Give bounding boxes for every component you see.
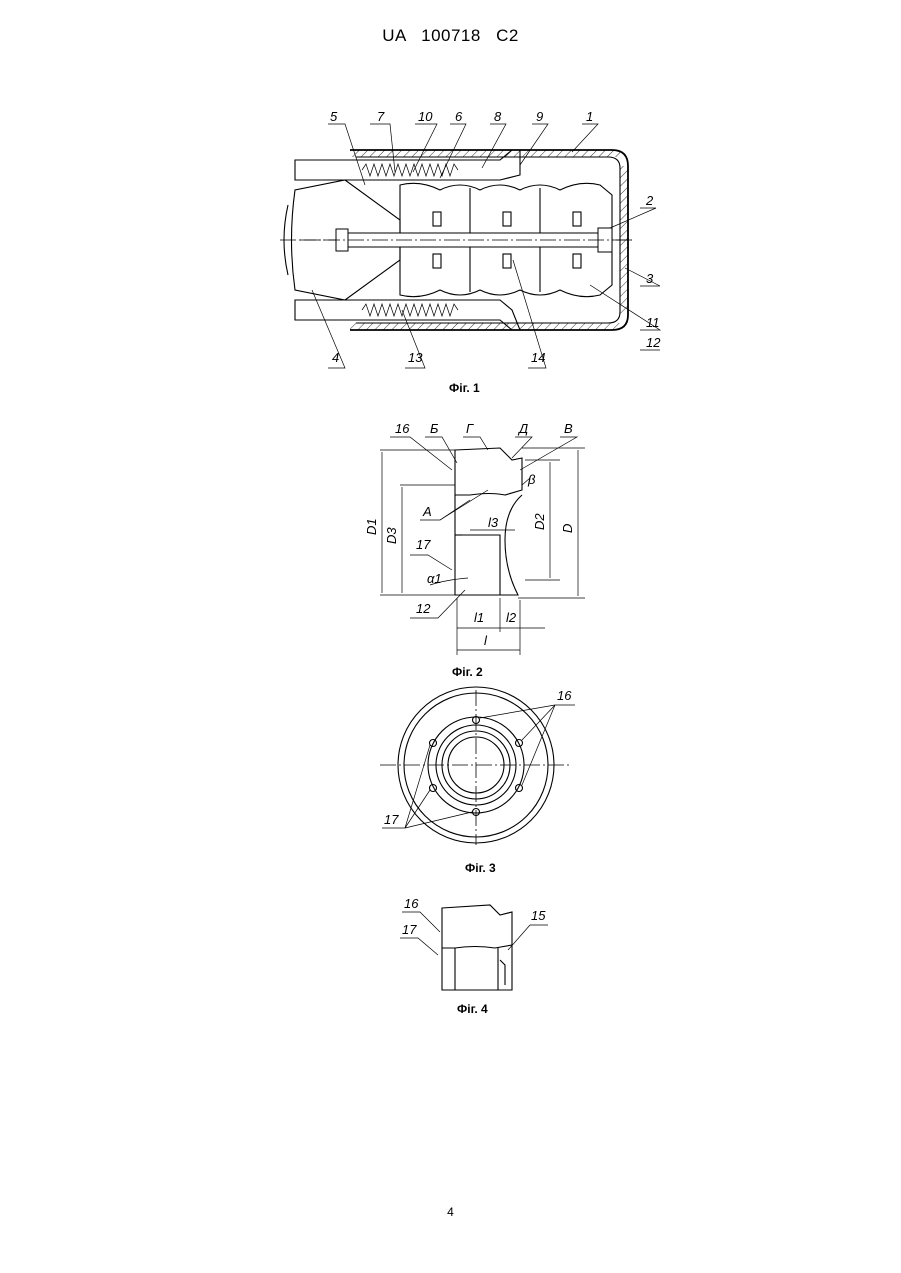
figure-4-drawing: 16 17 15 [400,896,548,990]
fig2-label-beta: β [527,472,536,487]
fig4-label-16: 16 [404,896,419,911]
fig3-label-17: 17 [384,812,399,827]
fig2-label-d: Д [517,421,528,436]
fig2-label-b: Б [430,421,439,436]
fig1-label-11: 11 [646,315,660,330]
fig1-label-5: 5 [330,109,338,124]
fig2-label-17: 17 [416,537,431,552]
fig4-label-15: 15 [531,908,546,923]
fig1-label-9: 9 [536,109,543,124]
fig4-label-17: 17 [402,922,417,937]
fig2-label-g: Г [466,421,474,436]
fig1-label-3: 3 [646,271,654,286]
fig2-label-alpha1: α1 [427,571,442,586]
figure-3-caption: Фіг. 3 [465,861,496,875]
fig2-label-l3: l3 [488,515,499,530]
fig2-label-v: В [564,421,573,436]
figure-2-caption: Фіг. 2 [452,665,483,679]
fig1-label-6: 6 [455,109,463,124]
fig2-label-l2: l2 [506,610,517,625]
fig1-label-7: 7 [377,109,385,124]
fig2-label-12: 12 [416,601,431,616]
fig2-label-l: l [484,633,488,648]
fig1-label-12: 12 [646,335,661,350]
fig1-label-14: 14 [531,350,545,365]
fig1-label-4: 4 [332,350,339,365]
figure-2-drawing: 16 Б Г Д В A β D1 D3 D2 D l3 17 α1 12 l1… [364,421,585,655]
fig3-label-16: 16 [557,688,572,703]
figure-1-caption: Фіг. 1 [449,381,480,395]
fig1-label-10: 10 [418,109,433,124]
fig2-label-a: A [422,504,432,519]
fig2-label-l1: l1 [474,610,484,625]
fig2-label-16: 16 [395,421,410,436]
fig2-label-d3: D3 [384,527,399,544]
figure-3-drawing: 16 17 [380,687,575,845]
figure-4-caption: Фіг. 4 [457,1002,488,1016]
fig1-label-1: 1 [586,109,593,124]
fig2-label-d: D [560,524,575,533]
fig1-label-13: 13 [408,350,423,365]
page-number: 4 [0,1205,901,1219]
fig1-label-8: 8 [494,109,502,124]
fig2-label-d1: D1 [364,518,379,535]
figure-1-drawing: 5 7 10 6 8 9 1 2 3 11 12 4 13 14 [280,109,661,368]
fig2-label-d2: D2 [532,513,547,530]
fig1-label-2: 2 [645,193,654,208]
